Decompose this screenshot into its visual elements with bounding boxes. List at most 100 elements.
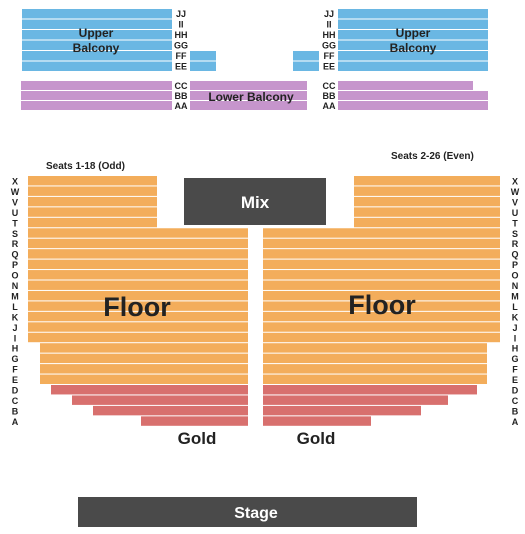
- row-label: X: [512, 177, 518, 187]
- floor-row[interactable]: [354, 217, 500, 228]
- balcony-row[interactable]: [22, 19, 172, 30]
- gold-row[interactable]: [72, 395, 248, 405]
- balcony-row[interactable]: [338, 101, 488, 110]
- balcony-row[interactable]: [190, 91, 307, 100]
- floor-row[interactable]: [263, 290, 500, 301]
- balcony-row[interactable]: [338, 9, 488, 19]
- lower-balcony-right[interactable]: [338, 81, 488, 110]
- balcony-row[interactable]: [190, 101, 307, 110]
- balcony-row[interactable]: [338, 91, 488, 100]
- floor-row[interactable]: [263, 270, 500, 280]
- floor-row[interactable]: [263, 228, 500, 238]
- floor-row[interactable]: [263, 301, 500, 311]
- floor-row[interactable]: [40, 343, 248, 353]
- floor-row[interactable]: [263, 238, 500, 249]
- floor-row[interactable]: [263, 332, 500, 343]
- upper-balcony-left-box[interactable]: [190, 51, 216, 71]
- gold-right[interactable]: [263, 385, 477, 426]
- floor-row[interactable]: [40, 374, 248, 384]
- row-label: P: [512, 260, 518, 270]
- row-label: M: [11, 291, 19, 301]
- floor-row[interactable]: [28, 238, 248, 249]
- floor-row[interactable]: [354, 207, 500, 217]
- floor-row[interactable]: [28, 217, 157, 228]
- gold-row[interactable]: [141, 416, 248, 426]
- floor-row[interactable]: [28, 249, 248, 259]
- balcony-row[interactable]: [338, 61, 488, 72]
- gold-left[interactable]: [51, 385, 248, 426]
- floor-right[interactable]: [263, 176, 500, 384]
- upper-balcony-left[interactable]: [22, 9, 172, 71]
- balcony-row-label: AA: [323, 101, 336, 111]
- balcony-box-row[interactable]: [190, 51, 216, 61]
- floor-row[interactable]: [28, 290, 248, 301]
- balcony-row[interactable]: [338, 51, 488, 61]
- balcony-row[interactable]: [22, 61, 172, 72]
- floor-row[interactable]: [263, 343, 487, 353]
- balcony-box-row[interactable]: [293, 51, 319, 61]
- floor-row[interactable]: [28, 301, 248, 311]
- balcony-row-label: EE: [323, 62, 335, 72]
- balcony-row[interactable]: [22, 30, 172, 40]
- floor-row[interactable]: [40, 364, 248, 374]
- upper-balcony-right[interactable]: [338, 9, 488, 71]
- floor-left[interactable]: [28, 176, 248, 384]
- row-label: N: [12, 281, 19, 291]
- balcony-row[interactable]: [190, 81, 307, 90]
- floor-row[interactable]: [28, 322, 248, 332]
- floor-row[interactable]: [263, 280, 500, 290]
- floor-row[interactable]: [263, 259, 500, 270]
- upper-balcony-right-box[interactable]: [293, 51, 319, 71]
- lower-balcony-center[interactable]: [190, 81, 307, 110]
- floor-row[interactable]: [28, 228, 248, 238]
- balcony-box-row[interactable]: [190, 61, 216, 72]
- balcony-row[interactable]: [21, 81, 172, 90]
- floor-row[interactable]: [354, 186, 500, 196]
- lower-balcony-left[interactable]: [21, 81, 172, 110]
- floor-row[interactable]: [263, 249, 500, 259]
- floor-row[interactable]: [28, 259, 248, 270]
- stage: [78, 497, 417, 527]
- gold-row[interactable]: [263, 395, 448, 405]
- balcony-row-label: HH: [175, 30, 188, 40]
- balcony-row[interactable]: [338, 19, 488, 30]
- floor-row[interactable]: [263, 353, 487, 364]
- balcony-row[interactable]: [338, 30, 488, 40]
- row-label: P: [12, 260, 18, 270]
- balcony-row[interactable]: [338, 40, 488, 51]
- gold-row[interactable]: [51, 385, 248, 395]
- floor-row[interactable]: [28, 207, 157, 217]
- floor-row[interactable]: [263, 374, 487, 384]
- floor-row[interactable]: [28, 332, 248, 343]
- floor-row[interactable]: [263, 311, 500, 322]
- floor-row[interactable]: [354, 176, 500, 186]
- balcony-row[interactable]: [21, 101, 172, 110]
- row-label: G: [11, 354, 18, 364]
- balcony-row[interactable]: [22, 9, 172, 19]
- gold-row[interactable]: [263, 416, 371, 426]
- floor-row[interactable]: [354, 196, 500, 207]
- floor-row[interactable]: [28, 270, 248, 280]
- balcony-box-row[interactable]: [293, 61, 319, 72]
- gold-row[interactable]: [93, 405, 248, 416]
- floor-row[interactable]: [28, 311, 248, 322]
- balcony-row[interactable]: [22, 40, 172, 51]
- row-label: W: [511, 187, 520, 197]
- floor-row[interactable]: [263, 322, 500, 332]
- row-label: R: [12, 239, 19, 249]
- floor-row[interactable]: [28, 196, 157, 207]
- floor-row[interactable]: [28, 176, 157, 186]
- balcony-row[interactable]: [21, 91, 172, 100]
- floor-row[interactable]: [28, 186, 157, 196]
- floor-row[interactable]: [263, 364, 487, 374]
- row-label: J: [512, 323, 517, 333]
- floor-row[interactable]: [40, 353, 248, 364]
- balcony-row[interactable]: [338, 81, 473, 90]
- row-label: I: [14, 333, 17, 343]
- floor-row[interactable]: [28, 280, 248, 290]
- gold-row[interactable]: [263, 405, 421, 416]
- balcony-row-label: FF: [176, 51, 187, 61]
- balcony-row[interactable]: [22, 51, 172, 61]
- gold-row[interactable]: [263, 385, 477, 395]
